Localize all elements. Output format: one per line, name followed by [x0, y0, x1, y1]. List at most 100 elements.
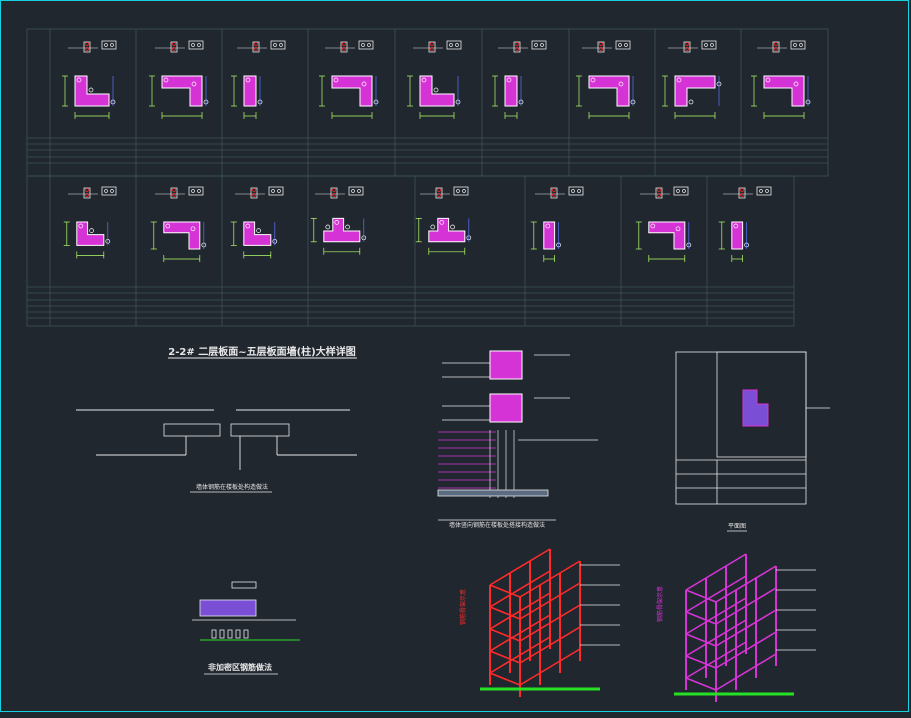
cage-beam — [715, 653, 777, 691]
sketch-tie — [446, 40, 462, 50]
detail-table-grid — [26, 28, 829, 327]
cage-beam — [685, 589, 717, 603]
rebar-dot — [85, 42, 89, 46]
column-section — [62, 40, 117, 119]
cage-beam — [519, 582, 581, 620]
wall-section — [428, 217, 466, 243]
wall-section — [163, 221, 201, 250]
rebar-block — [219, 629, 225, 639]
wall-section — [489, 393, 523, 423]
construction-details — [76, 350, 830, 702]
rebar-dot — [197, 189, 201, 193]
rebar-dot — [252, 193, 256, 197]
stirrup-bar — [676, 77, 682, 83]
sketch-box — [513, 41, 521, 53]
rebar-dot — [462, 189, 466, 193]
keyplan-caption: 平面图 — [728, 523, 746, 530]
wall-section — [489, 350, 523, 380]
cage-beam — [685, 633, 717, 647]
sketch-tie — [101, 186, 117, 196]
cage-beam — [685, 655, 717, 669]
rebar-dot — [279, 43, 283, 47]
rebar-dot — [577, 189, 581, 193]
rebar-dot — [704, 43, 708, 47]
cage-beam — [519, 604, 581, 642]
column-section — [492, 40, 547, 119]
rebar-dot — [85, 193, 89, 197]
stirrup-bar — [506, 77, 512, 83]
wall-section — [243, 75, 257, 107]
column-section — [415, 186, 472, 255]
stirrup-bar — [361, 81, 367, 87]
rebar-dot — [191, 189, 195, 193]
stirrup-bar — [89, 228, 94, 233]
rebar-dot — [759, 189, 763, 193]
cage-beam — [715, 609, 777, 647]
rebar-block — [243, 629, 249, 639]
rebar-dot — [361, 43, 365, 47]
cage-beam — [685, 677, 717, 691]
sketch-box — [170, 187, 178, 199]
cage-beam — [685, 619, 747, 657]
stirrup-bar — [675, 226, 681, 232]
sketch-box — [655, 187, 663, 199]
keyplan-frame — [675, 351, 807, 505]
rebar-dot — [552, 193, 556, 197]
beam-section — [199, 599, 257, 617]
sketch-box — [83, 41, 91, 53]
stirrup-bar — [165, 223, 171, 229]
keyplan-inner — [716, 351, 807, 458]
rebar-dot — [85, 188, 89, 192]
detail1-caption: 墙体钢筋在楼板处构造做法 — [196, 483, 268, 491]
sketch-tie — [673, 186, 689, 196]
rebar-dot — [342, 42, 346, 46]
sketch-tie — [568, 186, 584, 196]
cage-beam — [489, 584, 521, 598]
rebar-dot — [455, 43, 459, 47]
cage-beam — [489, 614, 551, 652]
sketch-box — [330, 187, 338, 199]
rebar-dot — [252, 188, 256, 192]
label-box — [231, 581, 257, 589]
rebar-dot — [710, 43, 714, 47]
stirrup-bar — [163, 77, 169, 83]
rebar-dot — [571, 189, 575, 193]
wall-section — [674, 75, 716, 107]
rebar-dot — [657, 193, 661, 197]
keyplan-column — [742, 389, 769, 427]
rebar-dot — [624, 43, 628, 47]
rebar-dot — [191, 43, 195, 47]
rebar-dot — [277, 189, 281, 193]
cage-beam — [685, 597, 747, 635]
stirrup-bar — [245, 223, 251, 229]
sketch-box — [428, 41, 436, 53]
rebar-cage-magenta — [685, 553, 816, 702]
rebar-dot — [430, 47, 434, 51]
cage-beam — [489, 592, 551, 630]
rebar-dot — [172, 188, 176, 192]
cage-beam — [489, 672, 521, 686]
column-section — [635, 186, 692, 262]
column-section — [149, 40, 209, 119]
rebar-dot — [172, 42, 176, 46]
rebar-dot — [599, 47, 603, 51]
stirrup-bar — [88, 87, 94, 93]
stirrup-bar — [439, 220, 445, 225]
sketch-tie — [531, 40, 547, 50]
cage-beam — [489, 548, 551, 586]
rebar-dot — [676, 189, 680, 193]
sketch-box — [435, 187, 443, 199]
rebar-dot — [271, 189, 275, 193]
sketch-box — [550, 187, 558, 199]
cage-beam — [715, 587, 777, 625]
sketch-tie — [270, 40, 286, 50]
column-section — [751, 40, 811, 119]
rebar-block — [235, 629, 241, 639]
cage-beam — [519, 648, 581, 686]
cage-beam — [685, 553, 747, 591]
wall-joint-box — [230, 423, 290, 437]
column-section — [662, 40, 722, 119]
rebar-dot — [430, 42, 434, 46]
wall-section — [648, 221, 686, 250]
